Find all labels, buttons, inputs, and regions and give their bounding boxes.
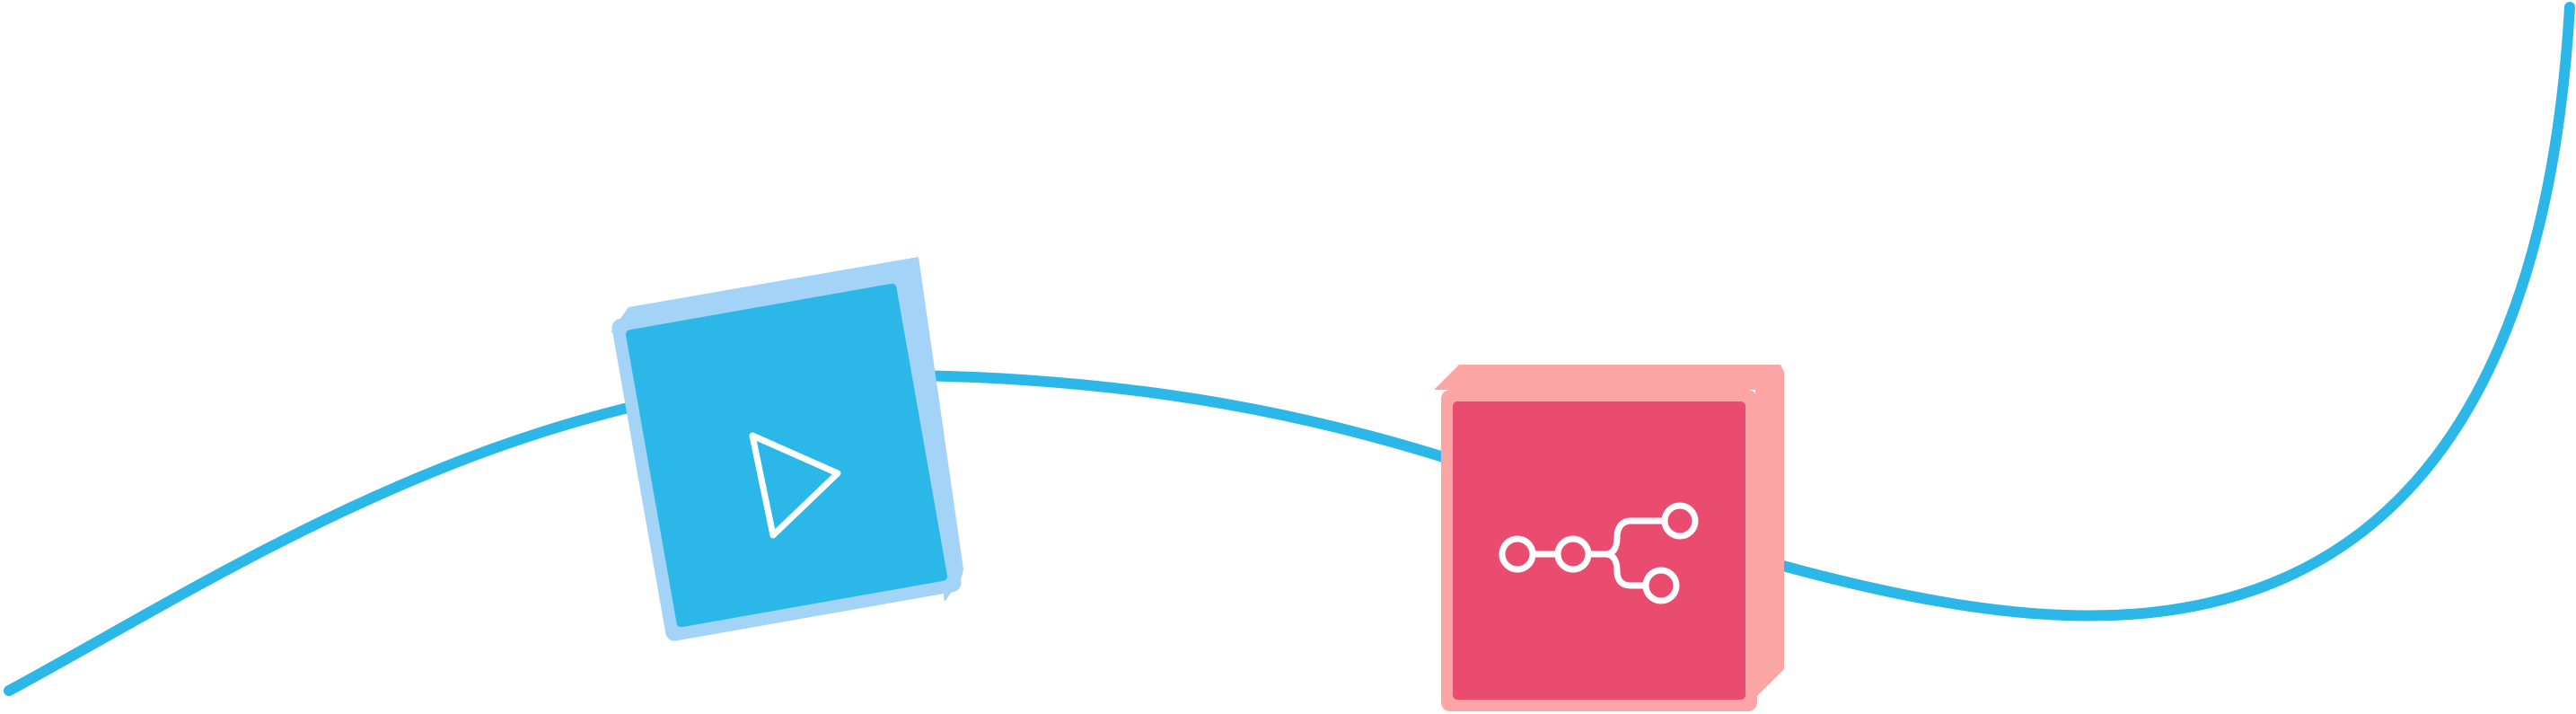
play-cube-front-face [625,283,948,628]
workflow-cube-top-face [1434,365,1780,390]
workflow-nodes-icon [1499,502,1699,604]
workflow-cube [1434,365,1784,711]
workflow-cube-front-face [1453,401,1745,700]
play-cube [611,257,963,641]
workflow-cube-side-face [1755,365,1784,698]
play-icon [749,432,841,539]
